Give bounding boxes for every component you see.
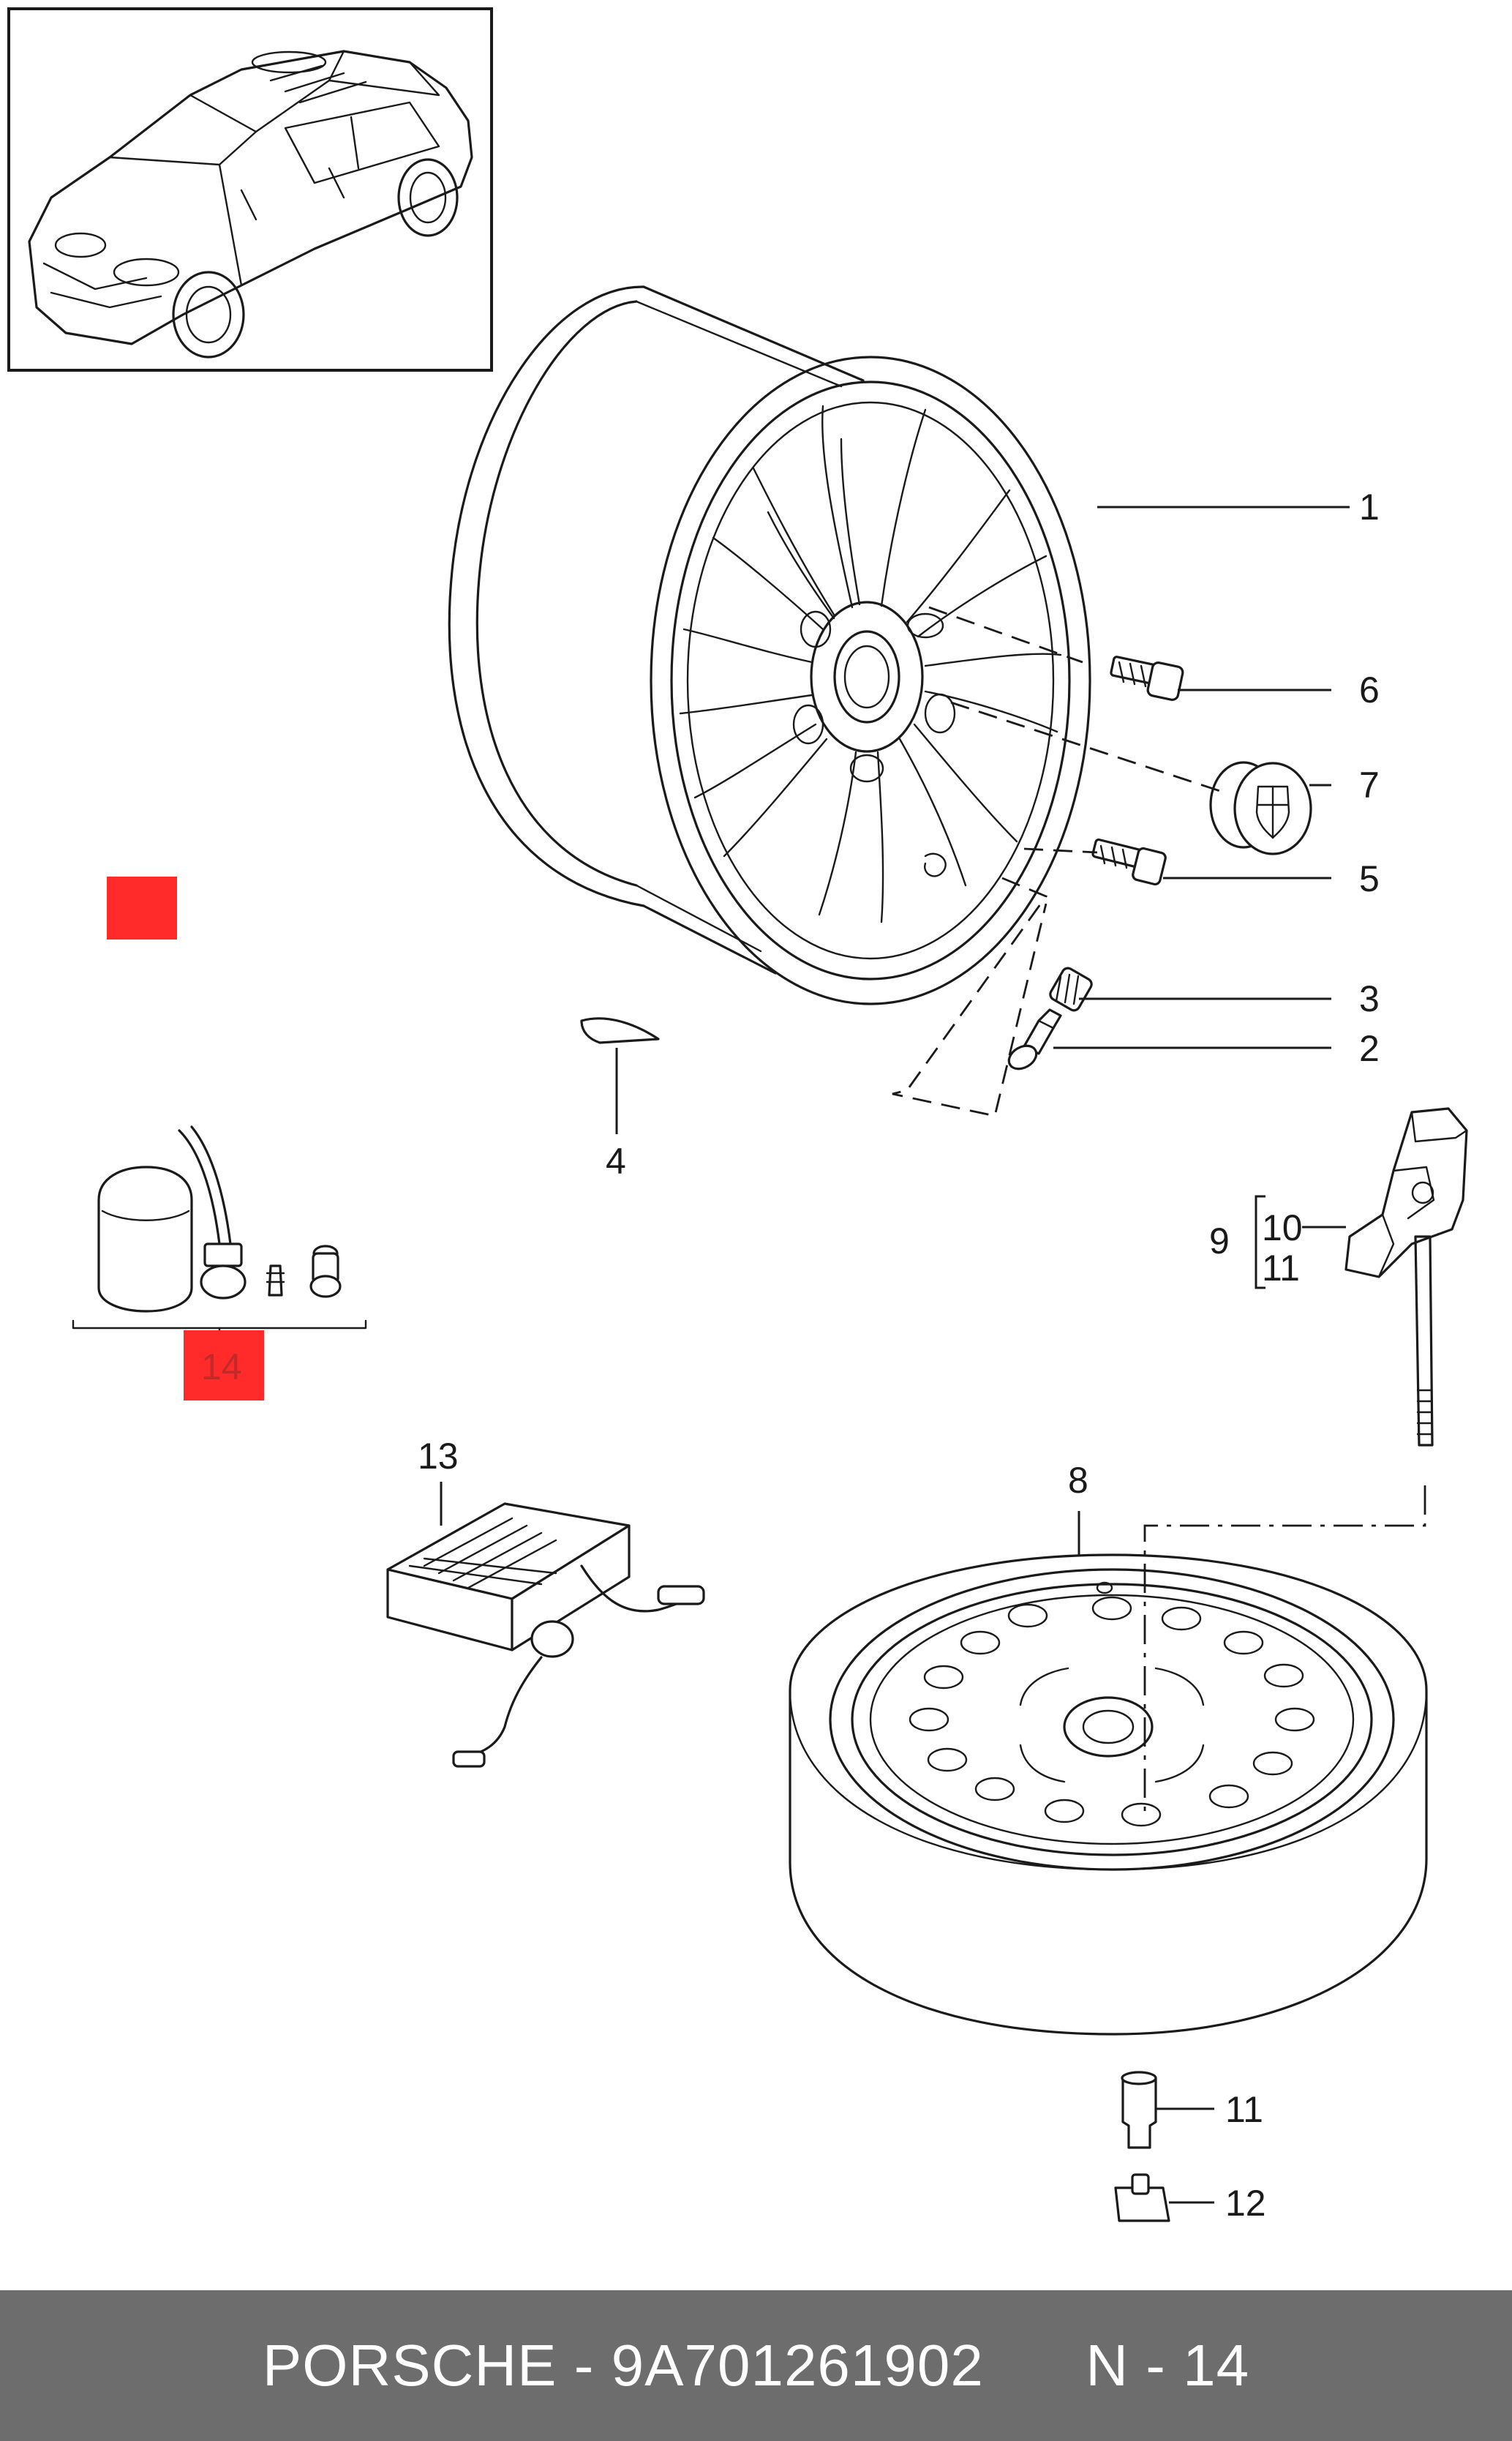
callout-3: 3 [1359,978,1380,1019]
callout-12: 12 [1225,2183,1266,2224]
center-cap [1209,761,1312,855]
balance-weight [580,1017,660,1044]
footer-caption: PORSCHE - 9A701261902 N - 14 [263,2332,1249,2399]
highlight-marker-14 [184,1330,264,1401]
wheel-bolt-5 [1091,838,1167,886]
footer-brand: PORSCHE [262,2333,557,2398]
footer-separator: - [557,2333,612,2398]
wheel-spokes [679,405,1062,923]
suv-illustration [28,50,473,359]
callout-14: 14 [201,1346,242,1387]
spring-nut [1114,2173,1170,2222]
callout-11-jack: 11 [1262,1248,1300,1289]
compressor [386,1502,705,1768]
callout-2: 2 [1359,1028,1380,1069]
spare-wheel-holes [909,1581,1315,1827]
footer-gap [984,2333,1086,2398]
callout-6: 6 [1359,670,1380,710]
vehicle-inset [7,7,493,372]
jack-assembly [1344,1107,1468,1447]
valve-stem [1007,1008,1062,1070]
callout-10: 10 [1262,1207,1303,1248]
alloy-wheel [448,285,1091,1005]
footer-bar: PORSCHE - 9A701261902 N - 14 [0,2290,1512,2441]
callout-5: 5 [1359,858,1380,899]
leader-lines [440,506,1350,2204]
valve-cap [1049,967,1093,1012]
highlight-marker [107,877,177,940]
callout-8: 8 [1068,1460,1088,1501]
footer-diagram-ref: N - 14 [1086,2333,1250,2398]
tpms-sensor-kit [72,1125,367,1341]
centering-pin [1121,2071,1157,2149]
callout-11: 11 [1225,2089,1263,2130]
wheel-bolt-6 [1110,656,1184,701]
footer-part-number: 9A701261902 [611,2333,984,2398]
spare-wheel [789,1553,1428,2036]
callout-13: 13 [418,1436,459,1477]
callout-1: 1 [1359,487,1380,528]
callout-7: 7 [1359,765,1380,806]
callout-4: 4 [606,1141,626,1182]
parts-diagram: 1 6 7 5 3 2 4 9 10 11 13 8 11 12 14 [7,7,1468,2224]
callout-9: 9 [1209,1220,1230,1261]
